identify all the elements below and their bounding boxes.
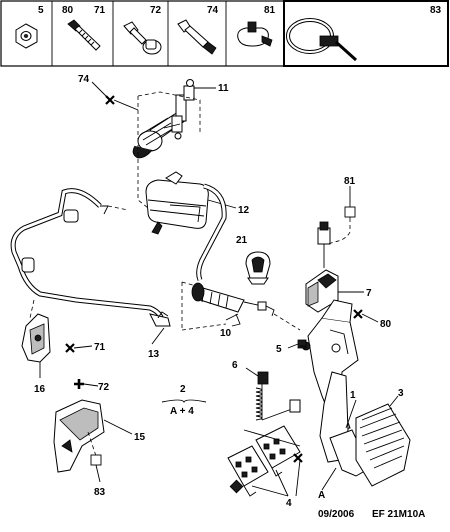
footer-date: 09/2006 xyxy=(318,509,355,520)
callout-4: 4 xyxy=(286,498,292,509)
hex-nut-icon xyxy=(15,23,38,49)
return-spring-6 xyxy=(255,371,301,421)
callout-7: 7 xyxy=(366,288,372,299)
callout-81: 81 xyxy=(344,176,356,187)
header-ref-81: 81 xyxy=(264,5,276,16)
header-ref-72: 72 xyxy=(150,5,162,16)
header-ref-71: 71 xyxy=(94,5,106,16)
screw-icon xyxy=(67,19,101,51)
footer-code: EF 21M10A xyxy=(372,509,425,520)
callout-11: 11 xyxy=(218,83,229,94)
callout-A: A xyxy=(318,490,325,501)
switch-7 xyxy=(305,269,339,313)
callout-6: 6 xyxy=(232,360,238,371)
header-ref-74: 74 xyxy=(207,5,219,16)
clutch-pedal xyxy=(319,371,411,487)
callout-labels: 74 11 12 21 81 7 80 10 71 13 16 5 6 3 1 … xyxy=(34,74,404,509)
header-strip: 5 80 71 72 74 81 83 xyxy=(0,0,449,67)
slave-cylinder-11 xyxy=(132,79,195,159)
clutch-pipe-13 xyxy=(10,188,171,327)
header-ref-80: 80 xyxy=(62,5,74,16)
callout-74: 74 xyxy=(78,74,90,85)
note-block: 2 A + 4 xyxy=(161,384,207,417)
callout-1: 1 xyxy=(350,390,356,401)
callout-12: 12 xyxy=(238,205,250,216)
flanged-bolt-icon xyxy=(123,21,162,55)
heel-guard-15 xyxy=(53,399,105,473)
callout-21: 21 xyxy=(236,235,248,246)
bolt-icon xyxy=(177,19,217,55)
callout-72: 72 xyxy=(98,382,110,393)
callout-83: 83 xyxy=(94,487,106,498)
callout-5: 5 xyxy=(276,344,282,355)
callout-71: 71 xyxy=(94,342,106,353)
connector-81 xyxy=(317,221,331,268)
callout-3: 3 xyxy=(398,388,404,399)
master-cylinder-10 xyxy=(191,282,275,327)
callout-10: 10 xyxy=(220,328,232,339)
header-ref-83: 83 xyxy=(430,5,442,16)
note-top: 2 xyxy=(180,384,186,395)
note-bottom: A + 4 xyxy=(170,406,194,417)
hydraulic-hose xyxy=(196,183,227,281)
bracket-16 xyxy=(21,313,51,363)
clip-icon xyxy=(237,21,273,47)
callout-15: 15 xyxy=(134,432,146,443)
leader-lines xyxy=(39,81,399,497)
header-ref-5: 5 xyxy=(38,5,44,16)
callout-16: 16 xyxy=(34,384,46,395)
cable-tie-icon xyxy=(286,18,358,62)
reservoir-12 xyxy=(145,171,209,235)
callout-13: 13 xyxy=(148,349,160,360)
grommet-21 xyxy=(245,251,271,285)
callout-80: 80 xyxy=(380,319,392,330)
